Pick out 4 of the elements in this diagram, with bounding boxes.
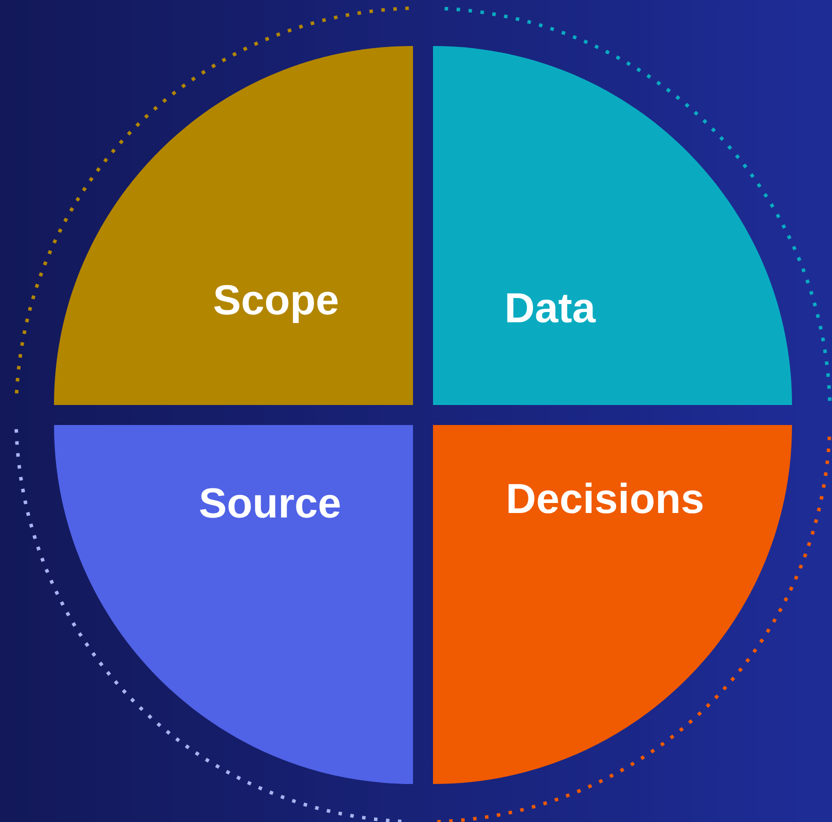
quadrant: Data [433, 46, 792, 405]
quadrant: Decisions [433, 425, 792, 784]
quadrant: Source [54, 425, 413, 784]
quadrant: Scope [54, 46, 413, 405]
